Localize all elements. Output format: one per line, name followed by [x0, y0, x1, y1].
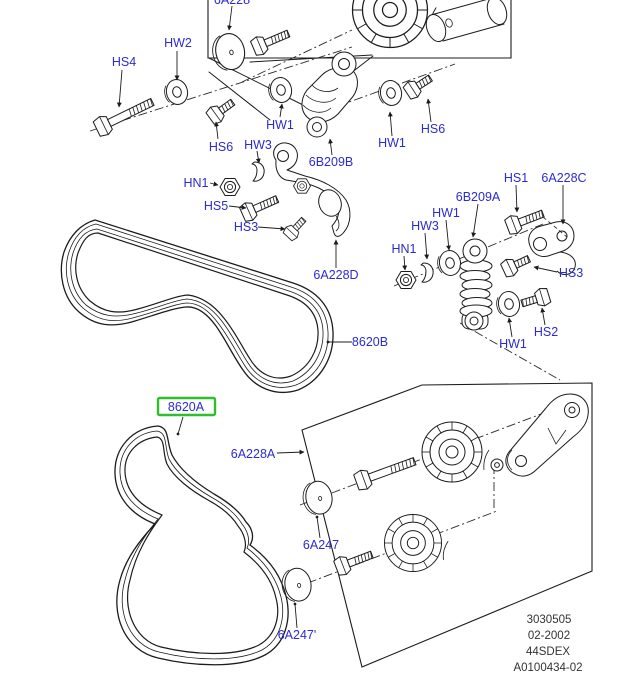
label-6a247: 6A247 — [303, 538, 339, 552]
label-6a228d: 6A228D — [313, 268, 358, 282]
nut-hn1-left-icon — [219, 178, 241, 196]
label-hn1-right: HN1 — [391, 242, 416, 256]
spacer-6a247-icon — [300, 478, 336, 518]
label-hw1-right-upper: HW1 — [432, 206, 460, 220]
label-hs6-right: HS6 — [421, 122, 445, 136]
label-hs5: HS5 — [204, 199, 228, 213]
washer-hw1-right-upper-icon — [435, 248, 464, 278]
bracket-6a228d — [273, 142, 351, 237]
bolt-hs6-left-icon — [204, 94, 239, 127]
label-6a228a: 6A228A — [231, 447, 276, 461]
nut-hn1-right-icon — [395, 271, 417, 289]
tensioner-6b209a — [459, 238, 493, 331]
cup-washer-hw3-left-icon — [251, 161, 265, 182]
belt-8620a — [114, 425, 289, 666]
bolt-icon — [249, 24, 293, 58]
label-partial-top: 6A228 — [214, 0, 250, 7]
bottom-detail-box — [301, 382, 593, 668]
bolt-idler-1-icon — [352, 451, 419, 493]
bracket-6a228c — [528, 221, 576, 275]
bolt-hs2-icon — [518, 286, 552, 313]
bolt-hs5-icon — [238, 189, 282, 224]
washer-hw1-left-icon — [265, 75, 295, 106]
top-cylinder-spacer — [425, 0, 508, 43]
idler-pulley-2 — [384, 514, 449, 572]
belt-8620b — [60, 219, 334, 394]
label-hs4: HS4 — [112, 55, 136, 69]
top-pulley — [351, 0, 437, 49]
bolt-hs3-right-icon — [499, 250, 534, 280]
label-hw3-left: HW3 — [244, 138, 272, 152]
leader-lines — [116, 5, 566, 629]
footer-reference-block: 3030505 02-2002 44SDEX A0100434-02 — [513, 614, 582, 674]
top-detail-box — [207, 0, 512, 59]
footer-line-1: 3030505 — [527, 614, 572, 626]
label-8620b: 8620B — [352, 335, 388, 349]
washer-hw1-right-lower-icon — [494, 289, 523, 319]
footer-line-4: A0100434-02 — [513, 662, 582, 674]
label-hs3-left: HS3 — [234, 220, 258, 234]
label-6a247-prime: 6A247' — [278, 628, 317, 642]
label-hs2: HS2 — [534, 325, 558, 339]
label-hw2: HW2 — [164, 36, 192, 50]
label-8620a-highlighted: 8620A — [168, 400, 205, 414]
cup-washer-hw3-right-icon — [420, 262, 434, 283]
washer-small-hole — [494, 462, 500, 468]
label-hs6-left: HS6 — [209, 140, 233, 154]
bolt-hs4-icon — [91, 92, 158, 139]
washer-hw2-icon — [161, 77, 191, 108]
label-hw1-mid: HW1 — [378, 136, 406, 150]
label-hw3-right: HW3 — [411, 219, 439, 233]
label-hw1-left: HW1 — [266, 118, 294, 132]
footer-line-3: 44SDEX — [526, 646, 570, 658]
label-hn1-left: HN1 — [183, 176, 208, 190]
label-hs1: HS1 — [504, 171, 528, 185]
label-6a228c: 6A228C — [541, 171, 586, 185]
cap-disc — [208, 30, 249, 74]
part-labels: 6A228 HS4 HW2 HS6 HW1 HW3 HN1 HS5 HS3 6B… — [112, 0, 587, 642]
label-6b209a: 6B209A — [456, 190, 501, 204]
nut-stud-icon — [293, 178, 311, 194]
label-hw1-right-lower: HW1 — [499, 337, 527, 351]
idler-bracket-arm — [505, 393, 589, 477]
highlight-box-8620a — [156, 396, 217, 417]
washer-hw1-mid-icon — [375, 78, 405, 109]
label-hs3-right: HS3 — [559, 266, 583, 280]
spacer-6a247b-icon — [279, 565, 315, 605]
idler-pulley-1 — [421, 421, 490, 483]
bolt-idler-2-icon — [332, 545, 376, 578]
footer-line-2: 02-2002 — [528, 630, 570, 642]
tensioner-6b209b — [301, 51, 358, 138]
bolt-hs6-right-icon — [401, 69, 436, 102]
bolt-hs3-left-icon — [281, 213, 310, 243]
label-6b209b: 6B209B — [309, 155, 353, 169]
